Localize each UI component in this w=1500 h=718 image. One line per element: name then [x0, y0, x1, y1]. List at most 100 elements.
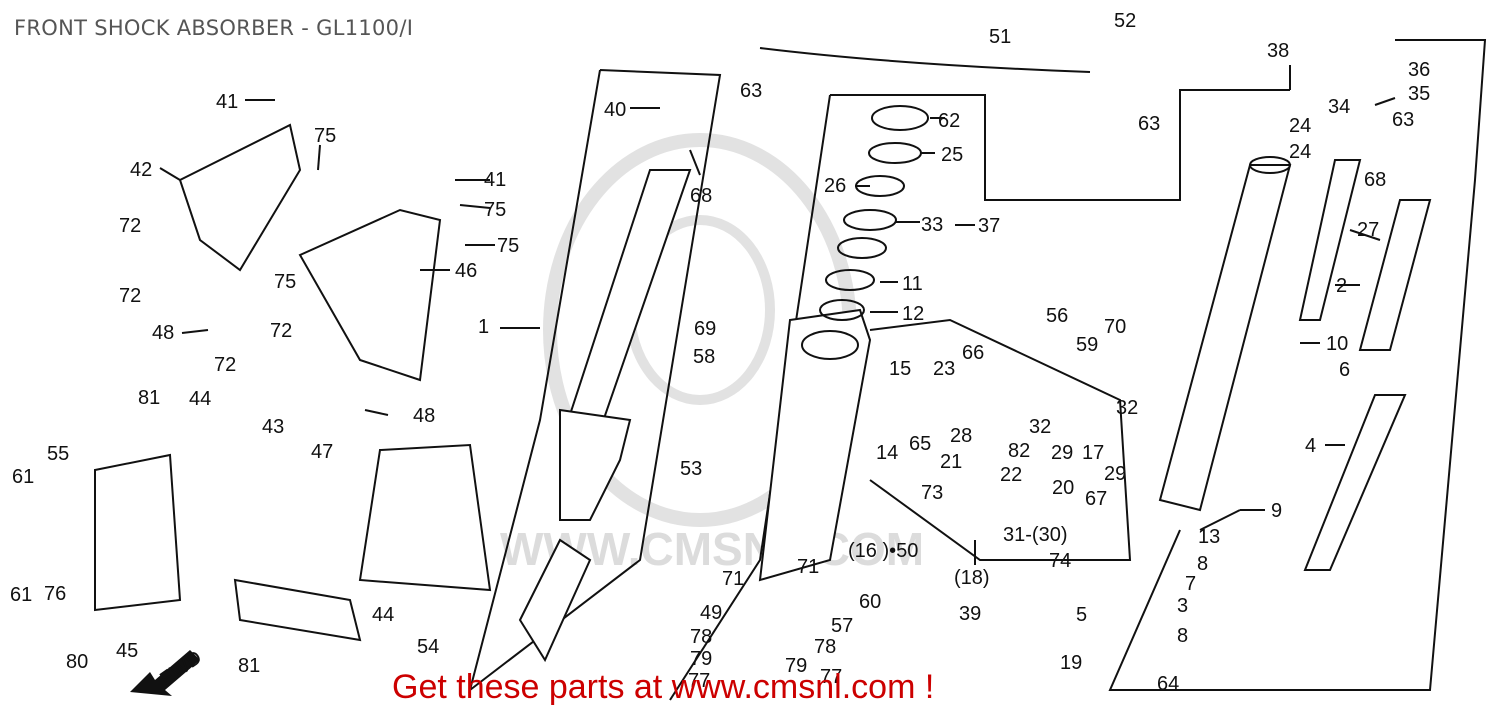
callout: 56: [1046, 305, 1068, 327]
callout: 32: [1029, 416, 1051, 438]
callout: 35: [1408, 83, 1430, 105]
callout: 55: [47, 443, 69, 465]
callout: 78: [690, 626, 712, 648]
callout: 76: [44, 583, 66, 605]
callout: 43: [262, 416, 284, 438]
callout: 68: [690, 185, 712, 207]
callout: 4: [1305, 435, 1316, 457]
callout: 68: [1364, 169, 1386, 191]
callout: 41: [216, 91, 238, 113]
callout: 53: [680, 458, 702, 480]
callout: 77: [820, 666, 842, 688]
callout: 71: [722, 568, 744, 590]
fwd-label: FWD: [156, 646, 206, 690]
callout: 29: [1051, 442, 1073, 464]
callout: 78: [814, 636, 836, 658]
promo-banner[interactable]: Get these parts at www.cmsnl.com !: [392, 668, 934, 707]
callout: 17: [1082, 442, 1104, 464]
callout: 24: [1289, 115, 1311, 137]
callout: 48: [152, 322, 174, 344]
promo-link[interactable]: Get these parts at www.cmsnl.com !: [392, 668, 935, 706]
callout: 80: [66, 651, 88, 673]
drawing-lines: [94, 39, 1487, 701]
callout: 75: [274, 271, 296, 293]
callout: 63: [740, 80, 762, 102]
callout: 8: [1177, 625, 1188, 647]
callout: 46: [455, 260, 477, 282]
callout: 9: [1271, 500, 1282, 522]
callout: 8: [1197, 553, 1208, 575]
callout: 74: [1049, 550, 1071, 572]
callout: 70: [1104, 316, 1126, 338]
callout: 20: [1052, 477, 1074, 499]
callout: 15: [889, 358, 911, 380]
callout: 11: [902, 273, 923, 295]
callout: 51: [989, 26, 1011, 48]
callout: 60: [859, 591, 881, 613]
callout-labels: 1 2 3 4 5 6 7 8 8 9 10 11 12 13 14 15 (1…: [10, 10, 1430, 695]
callout: 75: [497, 235, 519, 257]
callout: 64: [1157, 673, 1179, 695]
callout: 13: [1198, 526, 1220, 548]
callout: 25: [941, 144, 963, 166]
callout: 81: [238, 655, 260, 677]
callout: 81: [138, 387, 160, 409]
callout: 72: [214, 354, 236, 376]
callout: 61: [12, 466, 34, 488]
fwd-arrow-icon: FWD: [130, 646, 206, 696]
callout: 29: [1104, 463, 1126, 485]
callout: 48: [413, 405, 435, 427]
callout: 61: [10, 584, 32, 606]
callout: 45: [116, 640, 138, 662]
callout: 23: [933, 358, 955, 380]
callout: 12: [902, 303, 924, 325]
callout: 41: [484, 169, 506, 191]
callout: 58: [693, 346, 715, 368]
callout: 72: [270, 320, 292, 342]
callout: 24: [1289, 141, 1311, 163]
callout: 42: [130, 159, 152, 181]
callout: 21: [940, 451, 962, 473]
callout: 22: [1000, 464, 1022, 486]
callout: 73: [921, 482, 943, 504]
callout: 71: [797, 556, 819, 578]
callout: 67: [1085, 488, 1107, 510]
callout: 10: [1326, 333, 1348, 355]
callout: 2: [1336, 275, 1347, 297]
callout: 79: [785, 655, 807, 677]
callout: 66: [962, 342, 984, 364]
callout: 34: [1328, 96, 1350, 118]
callout: 1: [478, 316, 489, 338]
callout: 44: [189, 388, 211, 410]
callout: 39: [959, 603, 981, 625]
callout: 6: [1339, 359, 1350, 381]
page-title: FRONT SHOCK ABSORBER - GL1100/I: [14, 16, 414, 40]
callout: 26: [824, 175, 846, 197]
callout: 59: [1076, 334, 1098, 356]
callout: 19: [1060, 652, 1082, 674]
callout: 40: [604, 99, 626, 121]
callout: 47: [311, 441, 333, 463]
callout: 7: [1185, 573, 1196, 595]
callout: 37: [978, 215, 1000, 237]
callout: 79: [690, 648, 712, 670]
callout: 75: [484, 199, 506, 221]
callout: 32: [1116, 397, 1138, 419]
callout: 52: [1114, 10, 1136, 32]
callout: (18): [954, 567, 990, 589]
callout: 49: [700, 602, 722, 624]
callout: 5: [1076, 604, 1087, 626]
callout: 65: [909, 433, 931, 455]
callout: 38: [1267, 40, 1289, 62]
callout: 63: [1138, 113, 1160, 135]
callout: 14: [876, 442, 898, 464]
callout: 63: [1392, 109, 1414, 131]
callout: 57: [831, 615, 853, 637]
callout: 36: [1408, 59, 1430, 81]
callout: 75: [314, 125, 336, 147]
callout: 28: [950, 425, 972, 447]
callout: 44: [372, 604, 394, 626]
callout: 62: [938, 110, 960, 132]
callout: 27: [1357, 219, 1379, 241]
